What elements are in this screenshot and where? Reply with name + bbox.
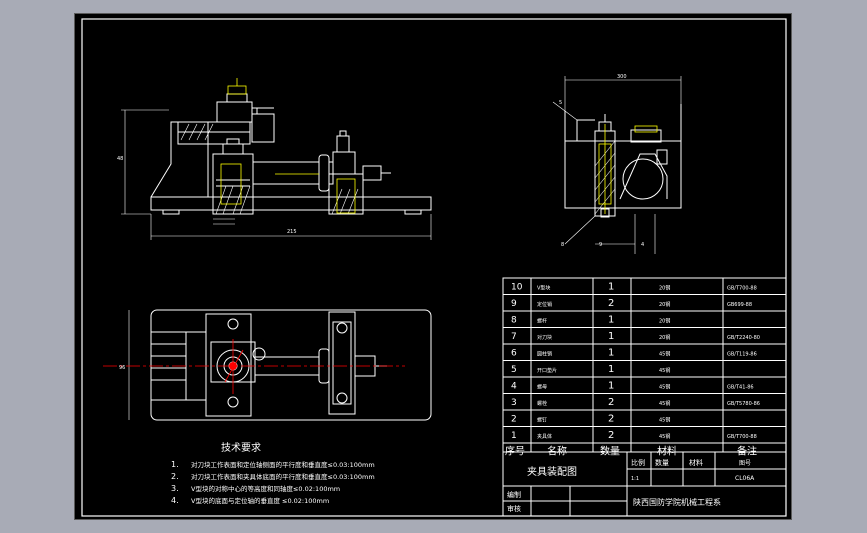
bom-qty: 2	[608, 430, 614, 441]
bom-qty: 1	[608, 381, 614, 392]
bom-seq: 6	[511, 349, 517, 359]
label-5: 5	[559, 100, 562, 106]
bom-qty: 2	[608, 397, 614, 408]
drawing-frame	[81, 18, 787, 517]
bom-seq: 9	[511, 299, 517, 309]
bom-remark: GB/T700-88	[727, 286, 757, 292]
side-view-dimensions	[552, 76, 682, 254]
bom-seq: 8	[511, 316, 517, 326]
bom-material: 45钢	[659, 367, 670, 374]
bom-remark: GB/T119-86	[727, 352, 757, 358]
front-view-dimensions	[121, 109, 432, 240]
bom-seq: 7	[511, 332, 517, 342]
bom-material: 45钢	[659, 417, 670, 424]
tech-req-text: V型块的底面与定位轴的垂直度 ≤0.02:100mm	[191, 496, 329, 505]
bom-material: 45钢	[659, 433, 670, 440]
tech-req-number: 4.	[171, 496, 179, 505]
bom-name: 开口垫片	[537, 367, 557, 374]
tech-req-title: 技术要求	[221, 441, 261, 454]
dim-side-width: 300	[617, 74, 627, 80]
bom-remark: GB/T41-86	[727, 385, 754, 391]
tech-req-text: V型块的对称中心的等高度和同轴度≤0.02:100mm	[191, 484, 340, 493]
tech-req-text: 对刀块工作表面和夹具体底面的平行度和垂直度≤0.03:100mm	[191, 472, 375, 481]
bom-name: 夹具体	[537, 433, 552, 440]
accent-lines	[220, 78, 658, 214]
side-view	[564, 104, 682, 218]
qty-label: 数量	[655, 458, 669, 467]
bom-seq: 1	[511, 431, 517, 441]
dim-side-offset: 4	[641, 242, 644, 248]
bom-name: V型块	[537, 285, 550, 292]
bom-seq: 3	[511, 398, 517, 408]
assembly-drawing: 48 215 300 96 4 5 8 9 技术要求 1.对刀块工作表面和定位轴…	[81, 18, 787, 517]
bom-remark: GB699-88	[727, 302, 752, 308]
bom-name: 螺栓	[537, 400, 547, 407]
center-lines	[103, 339, 405, 394]
bom-name: 对刀块	[537, 334, 552, 341]
tech-req-number: 2.	[171, 472, 179, 481]
bom-material: 45钢	[659, 351, 670, 358]
title-block	[502, 451, 787, 517]
front-view	[150, 93, 432, 215]
drawing-no-label: 图号	[739, 460, 751, 467]
bom-remark: GB/T5780-86	[727, 401, 760, 407]
bom-name: 螺杆	[537, 318, 547, 325]
dim-plan-width: 96	[119, 365, 125, 371]
bom-material: 20钢	[659, 285, 670, 292]
bom-header-qty: 数量	[600, 445, 620, 458]
bom-material: 20钢	[659, 318, 670, 325]
school-name: 陕西国防学院机械工程系	[633, 497, 721, 507]
tech-req-number: 1.	[171, 460, 179, 469]
dim-overall-length: 215	[287, 229, 297, 235]
drawing-no: CL06A	[735, 475, 755, 482]
drawing-sheet: 48 215 300 96 4 5 8 9 技术要求 1.对刀块工作表面和定位轴…	[74, 13, 792, 520]
bom-seq: 5	[511, 365, 517, 375]
scale-label: 比例	[631, 458, 645, 467]
bom-header-name: 名称	[547, 445, 567, 458]
bom-seq: 10	[511, 283, 523, 293]
bom-qty: 1	[608, 315, 614, 326]
bom-name: 螺钉	[537, 417, 547, 424]
bom-remark: GB/T2240-80	[727, 335, 760, 341]
center-mark	[229, 362, 237, 370]
scale-value: 1:1	[631, 476, 639, 482]
reviewer-label: 审核	[507, 504, 521, 513]
tech-req-text: 对刀块工作表面和定位轴侧面的平行度和垂直度≤0.03:100mm	[191, 460, 375, 469]
drawing-title: 夹具装配图	[527, 465, 577, 478]
bom-qty: 2	[608, 414, 614, 425]
bom-header-seq: 序号	[505, 445, 525, 458]
technical-requirements: 技术要求 1. 对刀块工作表面和定位轴侧面的平行度和垂直度≤0.03:100mm 2…	[171, 441, 375, 505]
bom-material: 20钢	[659, 334, 670, 341]
bom-qty: 1	[608, 331, 614, 342]
bom-name: 螺母	[537, 384, 547, 391]
bom-seq: 4	[511, 382, 517, 392]
label-8: 8	[561, 242, 564, 248]
bom-remark: GB/T700-88	[727, 434, 757, 440]
material-label: 材料	[689, 458, 703, 467]
label-9: 9	[599, 242, 602, 248]
bom-qty: 1	[608, 348, 614, 359]
bom-qty: 1	[608, 282, 614, 293]
bom-seq: 2	[511, 415, 517, 425]
bom-qty: 1	[608, 364, 614, 375]
plan-view	[150, 309, 432, 421]
bom-qty: 2	[608, 298, 614, 309]
designer-label: 编制	[507, 490, 521, 499]
bom-header-material: 材料	[657, 445, 677, 458]
dim-height: 48	[117, 156, 123, 162]
bom-header-remark: 备注	[737, 445, 757, 458]
bom-material: 45钢	[659, 384, 670, 391]
bom-name: 定位销	[537, 301, 552, 308]
bom-material: 20钢	[659, 301, 670, 308]
bom-name: 圆柱销	[537, 351, 552, 358]
bom-material: 45钢	[659, 400, 670, 407]
tech-req-number: 3.	[171, 484, 179, 493]
